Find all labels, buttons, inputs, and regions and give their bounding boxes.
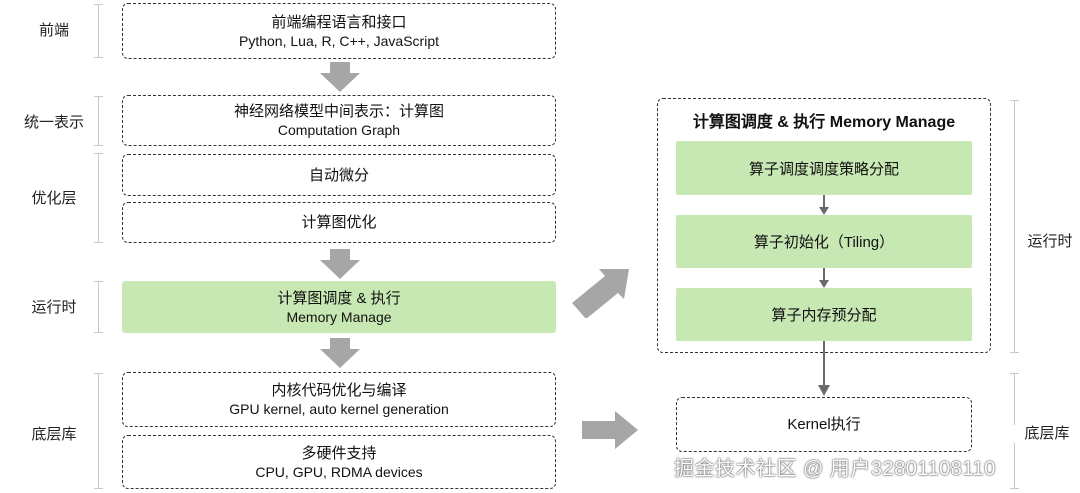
kernel-optimization-subtitle: GPU kernel, auto kernel generation bbox=[229, 401, 449, 417]
scheduling-execution-title: 计算图调度 & 执行 bbox=[277, 289, 401, 307]
hardware-support-subtitle: CPU, GPU, RDMA devices bbox=[255, 463, 423, 480]
step-arrow-1 bbox=[819, 195, 829, 215]
right-arrow bbox=[582, 411, 638, 449]
label-optimization-layer: 优化层 bbox=[31, 190, 77, 207]
label-backend-library: 底层库 bbox=[31, 426, 77, 443]
graph-optimization-box: 计算图优化 bbox=[122, 202, 556, 243]
scheduling-execution-box: 计算图调度 & 执行 Memory Manage bbox=[122, 281, 556, 333]
frontend-language-title: 前端编程语言和接口 bbox=[271, 13, 407, 31]
autodiff-box: 自动微分 bbox=[122, 154, 556, 196]
kernel-optimization-box: 内核代码优化与编译 GPU kernel, auto kernel genera… bbox=[122, 372, 556, 427]
step-operator-scheduling: 算子调度调度策略分配 bbox=[676, 141, 972, 195]
label-runtime: 运行时 bbox=[31, 299, 77, 316]
computation-graph-title: 神经网络模型中间表示：计算图 bbox=[233, 103, 444, 120]
kernel-execution-box: Kernel执行 bbox=[676, 397, 972, 452]
label-frontend: 前端 bbox=[38, 22, 69, 39]
computation-graph-box: 神经网络模型中间表示：计算图 Computation Graph bbox=[122, 95, 556, 146]
kernel-execution-title: Kernel执行 bbox=[787, 416, 861, 433]
computation-graph-subtitle: Computation Graph bbox=[277, 122, 401, 138]
frontend-language-subtitle: Python, Lua, R, C++, JavaScript bbox=[239, 32, 439, 49]
frontend-language-box: 前端编程语言和接口 Python, Lua, R, C++, JavaScrip… bbox=[122, 3, 556, 59]
step-arrow-2 bbox=[819, 268, 829, 288]
kernel-arrow bbox=[818, 341, 830, 396]
scheduling-execution-subtitle: Memory Manage bbox=[286, 308, 392, 325]
watermark-text: 掘金技术社区 @ 用户3280110811​0 bbox=[674, 458, 996, 480]
diagonal-arrow bbox=[572, 269, 629, 318]
down-arrow-2 bbox=[320, 249, 360, 279]
hardware-support-title: 多硬件支持 bbox=[301, 444, 377, 462]
down-arrow-3 bbox=[320, 338, 360, 368]
label-unified-representation: 统一表示 bbox=[23, 114, 84, 131]
right-label-backend: 底层库 bbox=[1012, 425, 1080, 443]
step-operator-init-tiling: 算子初始化（Tiling） bbox=[676, 215, 972, 268]
right-label-runtime: 运行时 bbox=[1027, 233, 1073, 250]
detail-panel-title: 计算图调度 & 执行 Memory Manage bbox=[692, 114, 956, 131]
step-operator-memory-prealloc: 算子内存预分配 bbox=[676, 288, 972, 341]
graph-optimization-title: 计算图优化 bbox=[301, 214, 377, 231]
autodiff-title: 自动微分 bbox=[308, 166, 369, 184]
kernel-optimization-title: 内核代码优化与编译 bbox=[271, 382, 407, 399]
hardware-support-box: 多硬件支持 CPU, GPU, RDMA devices bbox=[122, 435, 556, 489]
down-arrow-1 bbox=[320, 62, 360, 92]
